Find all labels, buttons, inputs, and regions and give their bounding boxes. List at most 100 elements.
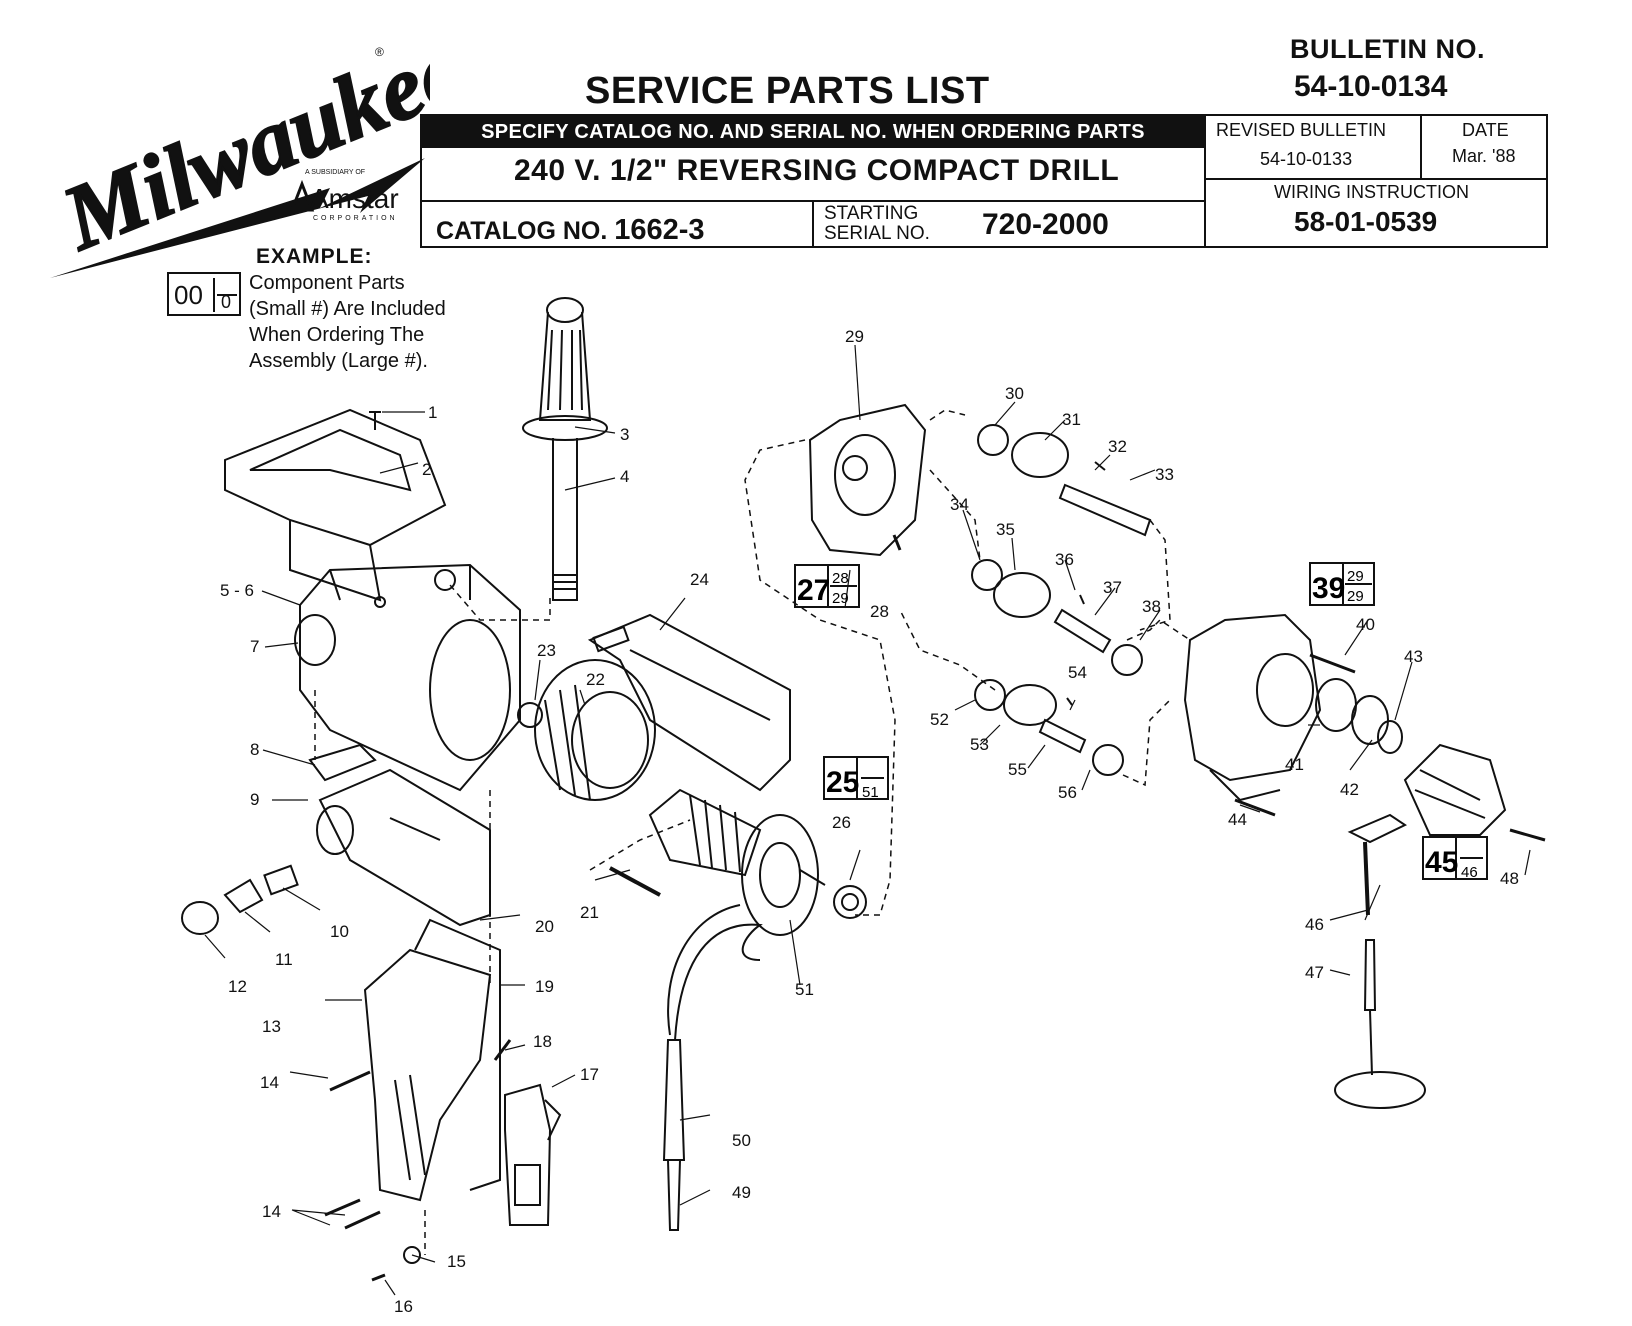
part-number-label: 28 [870,602,889,621]
spindle-33 [1058,483,1152,537]
part-number-label: 12 [228,977,247,996]
top-cover-part [224,408,447,602]
part-number-label: 48 [1500,869,1519,888]
catalog-number: 1662-3 [614,214,705,246]
part-number-label: 29 [1347,568,1364,585]
key-54 [1066,697,1073,706]
part-number-label: 21 [580,903,599,922]
part-number-label: 42 [1340,780,1359,799]
part-number-label: 14 [262,1202,281,1221]
part-number-label: 17 [580,1065,599,1084]
exploded-parts-diagram: 27 28 29 39 29 29 25 51 45 46 1 2 3 4 5 … [181,297,1546,1316]
assembly-39 [1309,562,1375,606]
part-number-label: 33 [1155,465,1174,484]
part-number-label: 1 [428,403,437,422]
svg-text:CORPORATION: CORPORATION [313,215,398,222]
gear-plate-part [808,403,927,557]
part-number-label: 30 [1005,384,1024,403]
starting-label: STARTING [824,203,919,224]
brush-cap-12 [181,901,219,935]
part-number-label: 15 [447,1252,466,1271]
example-big-number: 00 [174,280,203,310]
key-32 [1094,461,1106,471]
part-number-label: 46 [1305,915,1324,934]
pin-28 [892,534,902,551]
part-number-label: 28 [832,570,849,587]
motor-housing-part [294,563,521,792]
part-number-label: 47 [1305,963,1324,982]
switch-part [504,1083,562,1226]
part-number-label: 44 [1228,810,1247,829]
part-number-label: 10 [330,922,349,941]
chuck-part [1403,743,1507,836]
part-number-label: 54 [1068,663,1087,682]
part-number-label: 51 [795,980,814,999]
milwaukee-logo: Milwaukee ® A SUBSIDIARY OF Amstar CORPO… [46,38,430,278]
screw-14c [344,1210,381,1230]
part-number-label: 36 [1055,550,1074,569]
vent-plate-8 [308,743,377,782]
pin-21 [609,866,661,897]
assembly-45 [1422,836,1488,880]
serial-number: 720-2000 [982,208,1109,241]
bearing-38 [1111,644,1143,676]
assembly-25 [823,756,889,800]
washer-43 [1377,720,1403,754]
screw-44 [1234,798,1276,817]
armature-part [648,788,867,936]
product-name: 240 V. 1/2" REVERSING COMPACT DRILL [514,154,1120,187]
date-label: DATE [1462,120,1509,140]
order-banner: SPECIFY CATALOG NO. AND SERIAL NO. WHEN … [422,116,1204,148]
svg-text:®: ® [375,45,384,59]
revised-number: 54-10-0133 [1260,149,1353,169]
screw-18 [493,1039,512,1061]
screw-40 [1309,653,1356,674]
amstar-logo: Amstar CORPORATION [289,179,399,222]
part-number-label: 5 - 6 [220,581,254,600]
side-handle-part [522,297,608,601]
spring-11 [223,878,264,914]
bulletin-number: 54-10-0134 [1294,70,1448,103]
part-number-label: 40 [1356,615,1375,634]
part-number-label: 52 [930,710,949,729]
baffle-part [587,613,791,792]
lightning-bolt-icon [50,158,425,278]
part-number-label: 34 [950,495,969,514]
part-number-label: 7 [250,637,259,656]
example-description: Component Parts (Small #) Are Included W… [249,272,446,372]
screw-1 [369,411,381,430]
gear-53 [1003,684,1057,726]
svg-text:A SUBSIDIARY OF: A SUBSIDIARY OF [305,169,365,176]
date-value: Mar. '88 [1452,146,1516,166]
part-number-label: 16 [394,1297,413,1316]
bearing-52 [974,679,1006,711]
part-number-label: 2 [422,460,431,479]
part-number-label: 32 [1108,437,1127,456]
part-number-label: 50 [732,1131,751,1150]
part-number-label: 3 [620,425,629,444]
bearing-23 [517,702,543,728]
handle-part [363,918,501,1202]
field-stator-part [534,659,656,801]
part-number-label: 14 [260,1073,279,1092]
screw-48 [1509,828,1546,842]
part-number-label: 24 [690,570,709,589]
bearing-56 [1092,744,1124,776]
part-number-label: 13 [262,1017,281,1036]
wiring-label: WIRING INSTRUCTION [1274,182,1469,202]
gear-31 [1011,432,1069,478]
assembly-27 [794,564,860,608]
shaft-37 [1053,608,1112,654]
shaft-55 [1038,718,1087,754]
part-number-label: 20 [535,917,554,936]
assembly-27-number: 27 [797,574,830,607]
part-number-label: 19 [535,977,554,996]
key-36 [1079,594,1085,605]
screw-14a [329,1070,371,1092]
washer-42 [1351,695,1389,745]
svg-text:Amstar: Amstar [310,183,399,214]
gear-35 [993,572,1051,618]
example-title: EXAMPLE: [256,245,373,268]
clamp-15 [403,1246,421,1264]
part-number-label: 51 [862,784,879,801]
